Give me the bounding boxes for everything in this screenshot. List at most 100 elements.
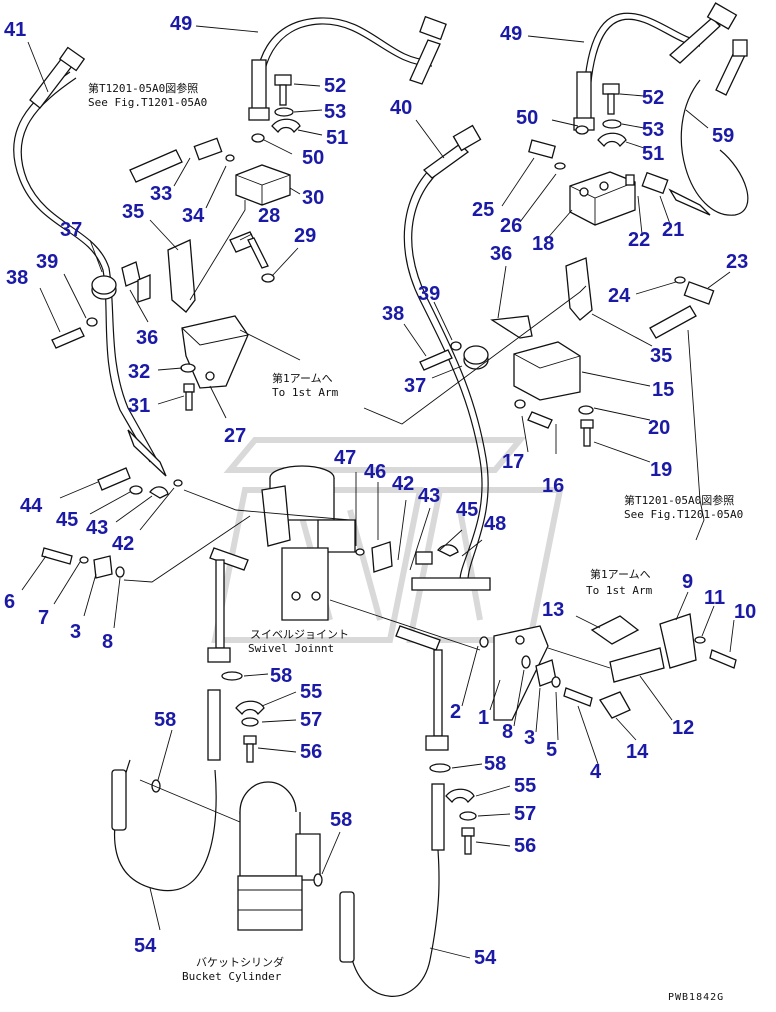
callout-17: 17 — [502, 451, 524, 473]
valve-block-18 — [569, 171, 636, 226]
note-arm-mid-jp: 第1アームへ — [272, 371, 333, 385]
callout-38-right: 38 — [382, 303, 404, 325]
callout-46: 46 — [364, 461, 386, 483]
callout-labels: 41 49 49 52 53 51 50 30 33 34 35 28 29 3… — [4, 13, 756, 969]
callout-8-right: 8 — [502, 721, 513, 743]
callout-45-left: 45 — [56, 509, 78, 531]
callout-58-top: 58 — [270, 665, 292, 687]
callout-39-right: 39 — [418, 283, 440, 305]
fittings-33-34 — [129, 137, 235, 183]
callout-28: 28 — [258, 205, 280, 227]
callout-31: 31 — [128, 395, 150, 417]
callout-54-right: 54 — [474, 947, 497, 969]
callout-45-right: 45 — [456, 499, 478, 521]
fittings-3-5-8-4 — [521, 655, 593, 707]
callout-14: 14 — [626, 741, 649, 763]
callout-43-left: 43 — [86, 517, 108, 539]
callout-59: 59 — [712, 125, 734, 147]
note-arm-right-en: To 1st Arm — [586, 584, 653, 597]
callout-29: 29 — [294, 225, 316, 247]
bracket-27 — [181, 315, 249, 389]
callout-42-right: 42 — [392, 473, 414, 495]
callout-49-center: 49 — [170, 13, 192, 35]
callout-33: 33 — [150, 183, 172, 205]
callout-58-right: 58 — [484, 753, 506, 775]
callout-56-left: 56 — [300, 741, 322, 763]
callout-39-left: 39 — [36, 251, 58, 273]
callout-47: 47 — [334, 447, 356, 469]
callout-43-right: 43 — [418, 485, 440, 507]
callout-58-left: 58 — [154, 709, 176, 731]
callout-52-left: 52 — [324, 75, 346, 97]
bolts-52-53-51 — [251, 74, 627, 148]
callout-5: 5 — [546, 739, 557, 761]
bolts-6-7-3-8 — [41, 547, 125, 579]
callout-18: 18 — [532, 233, 554, 255]
fitting-49-center — [248, 59, 270, 121]
callout-48: 48 — [484, 513, 506, 535]
callout-35-right: 35 — [650, 345, 672, 367]
fitting-49-right-top — [668, 2, 738, 64]
callout-57-right: 57 — [514, 803, 536, 825]
plate-1 — [479, 625, 549, 721]
note-ref-left-jp: 第T1201-05A0図参照 — [88, 81, 198, 95]
callout-25: 25 — [472, 199, 494, 221]
callout-40: 40 — [390, 97, 412, 119]
callout-26: 26 — [500, 215, 522, 237]
bracket-35-36 — [121, 239, 196, 313]
callout-3-left: 3 — [70, 621, 81, 643]
callout-7: 7 — [38, 607, 49, 629]
callout-8-left: 8 — [102, 631, 113, 653]
callout-41: 41 — [4, 19, 26, 41]
callout-54-left: 54 — [134, 935, 157, 957]
bolts-28-29 — [229, 231, 275, 283]
callout-6: 6 — [4, 591, 15, 613]
callout-52-right: 52 — [642, 87, 664, 109]
note-arm-right-jp: 第1アームへ — [590, 567, 651, 581]
callout-55-right: 55 — [514, 775, 536, 797]
callout-49-right: 49 — [500, 23, 522, 45]
note-arm-mid-en: To 1st Arm — [272, 386, 339, 399]
callout-37-right: 37 — [404, 375, 426, 397]
fittings-21-22 — [625, 171, 711, 216]
callout-22: 22 — [628, 229, 650, 251]
callout-3-right: 3 — [524, 727, 535, 749]
callout-15: 15 — [652, 379, 674, 401]
callout-11: 11 — [704, 587, 725, 609]
bucket-cylinder — [237, 781, 321, 931]
callout-50-left: 50 — [302, 147, 324, 169]
fitting-59 — [715, 39, 748, 96]
callout-35-left: 35 — [122, 201, 144, 223]
block-30 — [235, 164, 291, 206]
callout-23: 23 — [726, 251, 748, 273]
callout-2: 2 — [450, 701, 461, 723]
callout-55-left: 55 — [300, 681, 322, 703]
callout-36-left: 36 — [136, 327, 158, 349]
callout-42-left: 42 — [112, 533, 134, 555]
callout-51-left: 51 — [326, 127, 348, 149]
drawing-code: PWB1842G — [668, 992, 724, 1003]
note-ref-right-en: See Fig.T1201-05A0 — [624, 508, 743, 521]
hose-fitting-left-low — [207, 547, 249, 663]
fittings-46-47 — [355, 541, 393, 573]
fitting-49-right — [573, 71, 595, 131]
fittings-48 — [411, 544, 491, 591]
callout-19: 19 — [650, 459, 672, 481]
callout-53-left: 53 — [324, 101, 346, 123]
fittings-42-43-44-45 — [97, 429, 183, 499]
callout-34: 34 — [182, 205, 205, 227]
callout-9: 9 — [682, 571, 693, 593]
callout-13: 13 — [542, 599, 564, 621]
bolts-16-17-19-20 — [514, 399, 594, 447]
leader-lines — [21, 25, 735, 959]
bracket-15 — [513, 341, 581, 401]
callout-20: 20 — [648, 417, 670, 439]
callout-4: 4 — [590, 761, 602, 783]
note-bucket-en: Bucket Cylinder — [182, 970, 282, 983]
note-bucket-jp: バケットシリンダ — [196, 955, 284, 969]
swivel-joint — [261, 465, 356, 621]
hose-fitting-right-low — [395, 625, 449, 751]
fitting-41 — [29, 46, 86, 109]
